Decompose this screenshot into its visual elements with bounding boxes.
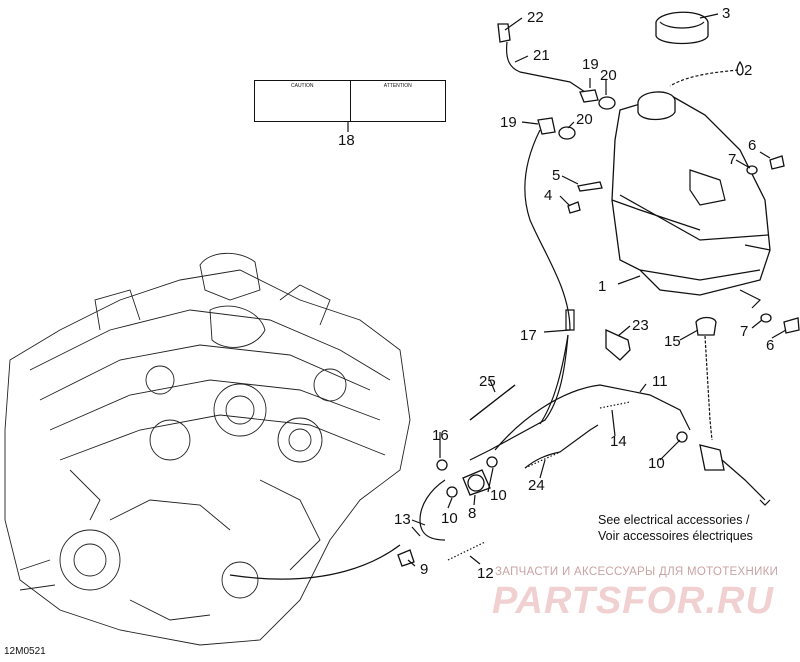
callout-7a: 7 xyxy=(728,151,736,168)
callout-2: 2 xyxy=(744,62,752,79)
decal-right-text: ATTENTION xyxy=(349,81,446,121)
callout-7b: 7 xyxy=(740,323,748,340)
callout-10b: 10 xyxy=(441,510,458,527)
tank-assembly xyxy=(611,11,771,309)
callout-23: 23 xyxy=(632,317,649,334)
callout-numbers: 1 2 3 4 5 6 6 7 7 8 9 10 10 10 11 12 13 … xyxy=(338,5,774,582)
callout-6b: 6 xyxy=(766,337,774,354)
diagram-code: 12M0521 xyxy=(4,646,46,657)
callout-10a: 10 xyxy=(490,487,507,504)
callout-3: 3 xyxy=(722,5,730,22)
callout-11: 11 xyxy=(652,373,668,390)
callout-17: 17 xyxy=(520,327,537,344)
callout-19b: 19 xyxy=(500,114,517,131)
callout-20a: 20 xyxy=(600,67,617,84)
callout-5: 5 xyxy=(552,167,560,184)
decal-left-text: CAUTION xyxy=(291,83,314,89)
note-english: See electrical accessories / xyxy=(598,513,750,527)
note-french: Voir accessoires électriques xyxy=(598,529,753,543)
callout-14: 14 xyxy=(610,433,627,450)
callout-10c: 10 xyxy=(648,455,665,472)
watermark-text: ЗАПЧАСТИ И АКСЕССУАРЫ ДЛЯ МОТОТЕХНИКИ xyxy=(495,566,779,578)
engine-illustration xyxy=(4,252,411,646)
watermark-logo: PARTSFOR.RU xyxy=(492,580,774,622)
callout-1: 1 xyxy=(598,278,606,295)
callout-24: 24 xyxy=(528,477,545,494)
callout-22: 22 xyxy=(527,9,544,26)
callout-21: 21 xyxy=(533,47,550,64)
hoses xyxy=(229,23,800,580)
callout-19a: 19 xyxy=(582,56,599,73)
callout-20b: 20 xyxy=(576,111,593,128)
leader-lines xyxy=(347,13,787,567)
callout-18: 18 xyxy=(338,132,355,149)
note-electrical: See electrical accessories / Voir access… xyxy=(598,513,753,544)
callout-4: 4 xyxy=(544,187,552,204)
decal-18: CAUTION ATTENTION xyxy=(254,80,446,122)
callout-6a: 6 xyxy=(748,137,756,154)
callout-9: 9 xyxy=(420,561,428,578)
callout-16: 16 xyxy=(432,427,449,444)
callout-13: 13 xyxy=(394,511,411,528)
callout-12: 12 xyxy=(477,565,494,582)
callout-15: 15 xyxy=(664,333,681,350)
callout-8: 8 xyxy=(468,505,476,522)
callout-25: 25 xyxy=(479,373,496,390)
